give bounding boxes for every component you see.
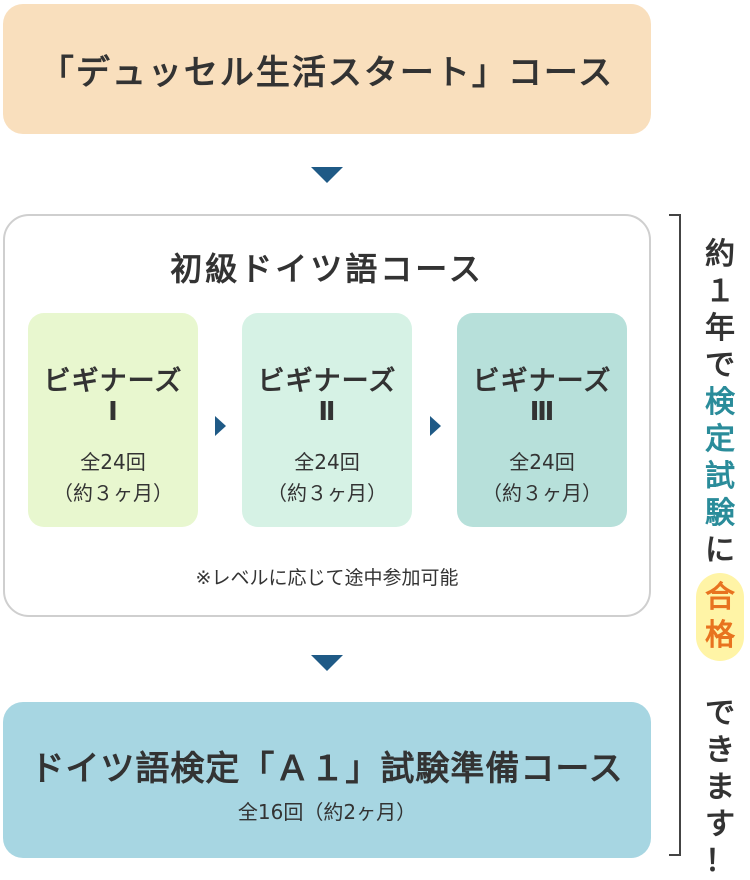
side-char: 約 [705,237,735,272]
level-name: ビギナーズ [472,366,612,397]
level-numeral: Ⅰ [108,397,118,427]
arrow-right-icon [430,416,441,436]
top-course-box: 「デュッセル生活スタート」コース [3,4,651,134]
level-duration: （約３ヶ月） [267,481,387,505]
arrow-down-icon [311,167,343,183]
level-count: 全24回 [80,450,146,474]
side-char: に [705,533,735,568]
duration-bracket [669,214,681,856]
side-char: 年 [705,311,735,346]
top-course-label: 「デュッセル生活スタート」コース [39,52,615,93]
level-box-1: ビギナーズ Ⅰ 全24回 （約３ヶ月） [28,313,198,527]
level-count: 全24回 [294,450,360,474]
arrow-down-icon [311,655,343,671]
side-char: き [705,733,735,768]
level-numeral: Ⅲ [529,397,555,427]
level-name: ビギナーズ [43,366,183,397]
level-duration: （約３ヶ月） [482,481,602,505]
level-box-3: ビギナーズ Ⅲ 全24回 （約３ヶ月） [457,313,627,527]
a1-course-subtitle: 全16回（約2ヶ月） [237,800,417,824]
side-char: 検 [705,385,735,420]
side-char: ！ [705,844,735,879]
level-duration: （約３ヶ月） [53,481,173,505]
side-char: 験 [705,496,735,531]
pass-badge: 合 格 [696,573,744,661]
level-box-2: ビギナーズ Ⅱ 全24回 （約３ヶ月） [242,313,412,527]
side-char: で [705,696,735,731]
level-name: ビギナーズ [257,366,397,397]
side-char: 試 [705,459,735,494]
beginner-note: ※レベルに応じて途中参加可能 [195,567,459,589]
side-char: す [705,807,735,842]
badge-char: 合 [705,580,735,615]
badge-char: 格 [705,618,735,653]
beginner-course-title: 初級ドイツ語コース [170,250,484,288]
side-char: ま [705,770,735,805]
level-count: 全24回 [509,450,575,474]
a1-course-title: ドイツ語検定「Ａ１」試験準備コース [30,749,624,789]
arrow-right-icon [215,416,226,436]
side-message: 約 １ 年 で 検 定 試 験 に 合 格 で き ま す ！ [690,236,750,880]
side-char: で [705,348,735,383]
side-char: 定 [705,422,735,457]
side-char: １ [705,274,735,309]
level-numeral: Ⅱ [318,397,336,427]
a1-course-box [3,702,651,858]
